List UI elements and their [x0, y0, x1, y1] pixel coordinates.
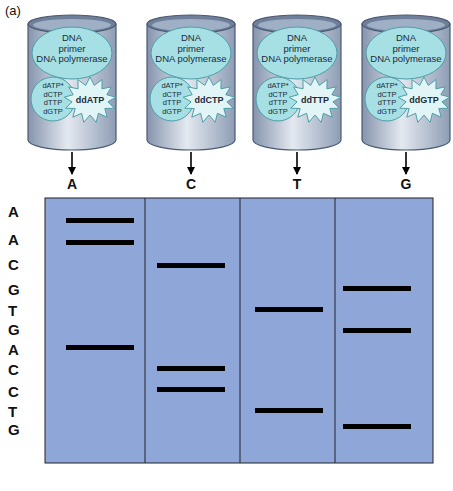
band [66, 218, 134, 223]
reaction-tube: DNAprimerDNA polymerase dATP*dCTPdTTPdGTP… [146, 14, 236, 150]
ddntp-star: ddGTP [397, 76, 451, 124]
lane-heading: G [396, 176, 416, 192]
band [157, 387, 225, 392]
flow-arrow [296, 152, 298, 174]
lane-heading: A [62, 176, 82, 192]
mix-component: primer [178, 44, 205, 55]
mix-component: DNA polymerase [36, 54, 107, 65]
band [66, 240, 134, 245]
text-group: ddTTP [288, 76, 342, 124]
text-group: DNAprimerDNA polymerase [31, 26, 113, 80]
band [66, 345, 134, 350]
sequence-letter: A [8, 341, 19, 358]
mix-component: primer [59, 44, 86, 55]
text-group: ddGTP [397, 76, 451, 124]
nucleotide-name: dTTP [163, 99, 181, 108]
template-mix-ellipse: DNAprimerDNA polymerase [365, 26, 447, 80]
sequence-letter: A [8, 231, 19, 248]
sequence-letter: C [8, 256, 19, 273]
mix-component: primer [393, 44, 420, 55]
text-group: DNAprimerDNA polymerase [256, 26, 338, 80]
nucleotide-name: dGTP [43, 108, 63, 117]
text-group: ddATP [63, 76, 117, 124]
text-group: DNAprimerDNA polymerase [150, 26, 232, 80]
lane-divider [240, 198, 241, 463]
band [343, 286, 411, 291]
nucleotide-name: dCTP [268, 91, 287, 100]
terminator-name: ddGTP [409, 95, 439, 105]
nucleotide-name: dCTP [43, 91, 62, 100]
nucleotide-name: dATP* [376, 82, 397, 91]
gel-lane: A [45, 174, 145, 463]
nucleotide-name: dTTP [269, 99, 287, 108]
reaction-tube: DNAprimerDNA polymerase dATP*dCTPdTTPdGTP… [361, 14, 451, 150]
mix-component: DNA [181, 33, 201, 44]
terminator-name: ddATP [76, 95, 104, 105]
band [343, 424, 411, 429]
terminator-name: ddCTP [195, 95, 224, 105]
template-mix-ellipse: DNAprimerDNA polymerase [31, 26, 113, 80]
nucleotide-name: dTTP [44, 99, 62, 108]
nucleotide-name: dCTP [162, 91, 181, 100]
flow-arrow [405, 152, 407, 174]
text-group: DNAprimerDNA polymerase [365, 26, 447, 80]
mix-component: DNA polymerase [370, 54, 441, 65]
band [343, 328, 411, 333]
mix-component: DNA [62, 33, 82, 44]
flow-arrow [71, 152, 73, 174]
lane-heading: T [287, 176, 307, 192]
mix-component: DNA polymerase [155, 54, 226, 65]
flow-arrow [190, 152, 192, 174]
sequence-letter: C [8, 383, 19, 400]
reaction-tube: DNAprimerDNA polymerase dATP*dCTPdTTPdGTP… [252, 14, 342, 150]
gel-lane: G [335, 174, 433, 463]
mix-component: DNA polymerase [261, 54, 332, 65]
ddntp-star: ddCTP [182, 76, 236, 124]
gel-bands [66, 218, 411, 429]
mix-component: primer [284, 44, 311, 55]
panel-label: (a) [5, 3, 21, 18]
reaction-tube: DNAprimerDNA polymerase dATP*dCTPdTTPdGTP… [27, 14, 117, 150]
template-mix-ellipse: DNAprimerDNA polymerase [256, 26, 338, 80]
nucleotide-name: dCTP [377, 91, 396, 100]
nucleotide-name: dTTP [378, 99, 396, 108]
nucleotide-name: dATP* [267, 82, 288, 91]
band [157, 366, 225, 371]
sequence-letter: A [8, 203, 19, 220]
ddntp-star: ddATP [63, 76, 117, 124]
band [157, 263, 225, 268]
mix-component: DNA [396, 33, 416, 44]
gel-panel [45, 198, 433, 463]
nucleotide-name: dGTP [377, 108, 397, 117]
mix-component: DNA [287, 33, 307, 44]
sequence-letter: G [8, 421, 20, 438]
sequence-letter: G [8, 321, 20, 338]
terminator-name: ddTTP [301, 95, 329, 105]
nucleotide-name: dATP* [42, 82, 63, 91]
sequence-letter: C [8, 361, 19, 378]
nucleotide-name: dATP* [161, 82, 182, 91]
nucleotide-name: dGTP [162, 108, 182, 117]
lane-heading: C [181, 176, 201, 192]
ddntp-star: ddTTP [288, 76, 342, 124]
gel-lane: T [240, 174, 335, 463]
text-group: ddCTP [182, 76, 236, 124]
band [255, 307, 323, 312]
gel-lane: C [145, 174, 240, 463]
template-mix-ellipse: DNAprimerDNA polymerase [150, 26, 232, 80]
sequence-letter: G [8, 281, 20, 298]
lane-divider [335, 198, 336, 463]
band [255, 408, 323, 413]
lane-divider [145, 198, 146, 463]
sequence-letter: T [8, 403, 17, 420]
sequence-letter: T [8, 302, 17, 319]
nucleotide-name: dGTP [268, 108, 288, 117]
